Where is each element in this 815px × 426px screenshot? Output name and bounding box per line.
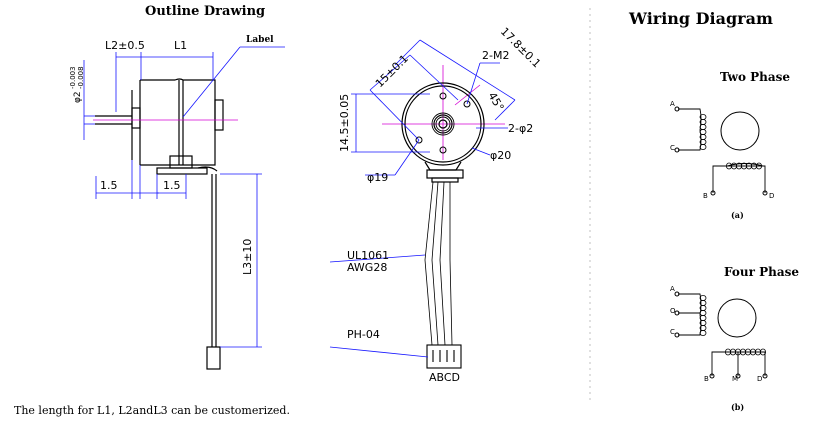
two-phase-pin-d: D: [769, 192, 774, 200]
ph04-connector: [426, 344, 462, 369]
label-callout: Label: [246, 35, 274, 45]
two-phase-pin-c: C: [670, 144, 675, 152]
dim-l2: L2±0.5: [105, 39, 145, 52]
dim-15: 15±0.1: [373, 52, 411, 90]
outline-dim-labels: L2±0.5 L1 Label φ2 -0.003 -0.008 1.5 1.5…: [69, 35, 274, 275]
wiring-title: Wiring Diagram: [628, 9, 773, 28]
two-phase-caption: (a): [731, 210, 744, 220]
wire-type-1: UL1061: [347, 249, 389, 262]
dim-phi19: φ19: [367, 171, 388, 184]
dim-2-m2: 2-M2: [482, 49, 509, 62]
two-phase-pin-a: A: [670, 100, 675, 108]
wire-type-2: AWG28: [347, 261, 387, 274]
dim-45-degree: 45°: [485, 90, 506, 113]
four-phase-pin-m: M: [732, 375, 738, 383]
connector-label: PH-04: [347, 328, 380, 341]
lead-wires: [424, 181, 453, 346]
two-phase-coil-bd: [756, 162, 763, 170]
four-phase-pin-d: D: [757, 375, 762, 383]
four-phase-pin-b: B: [704, 375, 709, 383]
gear: [431, 112, 455, 136]
two-phase-diagram: Two Phase A C B D (a): [670, 70, 790, 220]
connector-pins: ABCD: [429, 371, 460, 384]
outline-dimensions: [83, 46, 285, 348]
four-phase-caption: (b): [731, 402, 744, 412]
front-view: 15±0.1 17.8±0.1 2-M2 45° 2-φ2 14.5±0.05 …: [329, 25, 543, 384]
four-phase-diagram: Four Phase A O C B M D (b): [670, 265, 799, 412]
dim-17-8: 17.8±0.1: [498, 25, 543, 70]
wiring-diagram: Wiring Diagram Two Phase A C B D (a) Fou…: [628, 9, 799, 412]
motor-side-view: [95, 78, 224, 175]
front-dim-labels: 15±0.1 17.8±0.1 2-M2 45° 2-φ2 14.5±0.05 …: [338, 25, 543, 384]
svg-text:-0.008: -0.008: [77, 66, 85, 89]
four-phase-coil-ac: [699, 309, 707, 316]
svg-text:φ2: φ2: [73, 91, 83, 103]
footnote: The length for L1, L2andL3 can be custom…: [14, 404, 290, 417]
dim-2-phi2: 2-φ2: [508, 122, 533, 135]
dim-l3: L3±10: [241, 239, 254, 275]
dim-left-1-5: 1.5: [100, 179, 118, 192]
four-phase-pin-c: C: [670, 328, 675, 336]
front-centerlines: [382, 65, 505, 160]
dim-14-5: 14.5±0.05: [338, 94, 351, 152]
svg-text:-0.003: -0.003: [69, 66, 77, 89]
dim-shaft-diameter: φ2 -0.003 -0.008: [69, 66, 85, 103]
outline-title: Outline Drawing: [145, 4, 265, 19]
two-phase-title: Two Phase: [720, 70, 790, 84]
front-dimensions: [329, 39, 516, 358]
outline-drawing: Outline Drawing: [69, 4, 285, 370]
mount-holes: [415, 92, 471, 154]
four-phase-coil-bd: [760, 348, 767, 356]
four-phase-pin-a: A: [670, 285, 675, 293]
coil-windings: [699, 114, 767, 356]
two-phase-pin-b: B: [703, 192, 708, 200]
two-phase-coil-ac: [699, 128, 707, 135]
flying-lead: [206, 174, 221, 370]
two-phase-coil-ac: [699, 124, 707, 131]
dim-l1: L1: [174, 39, 187, 52]
dim-phi20: φ20: [490, 149, 511, 162]
four-phase-coil-ac: [699, 329, 707, 336]
four-phase-title: Four Phase: [724, 265, 799, 279]
four-phase-pin-o: O: [670, 307, 676, 315]
dim-bottom-1-5: 1.5: [163, 179, 181, 192]
two-phase-coil-ac: [699, 143, 707, 150]
